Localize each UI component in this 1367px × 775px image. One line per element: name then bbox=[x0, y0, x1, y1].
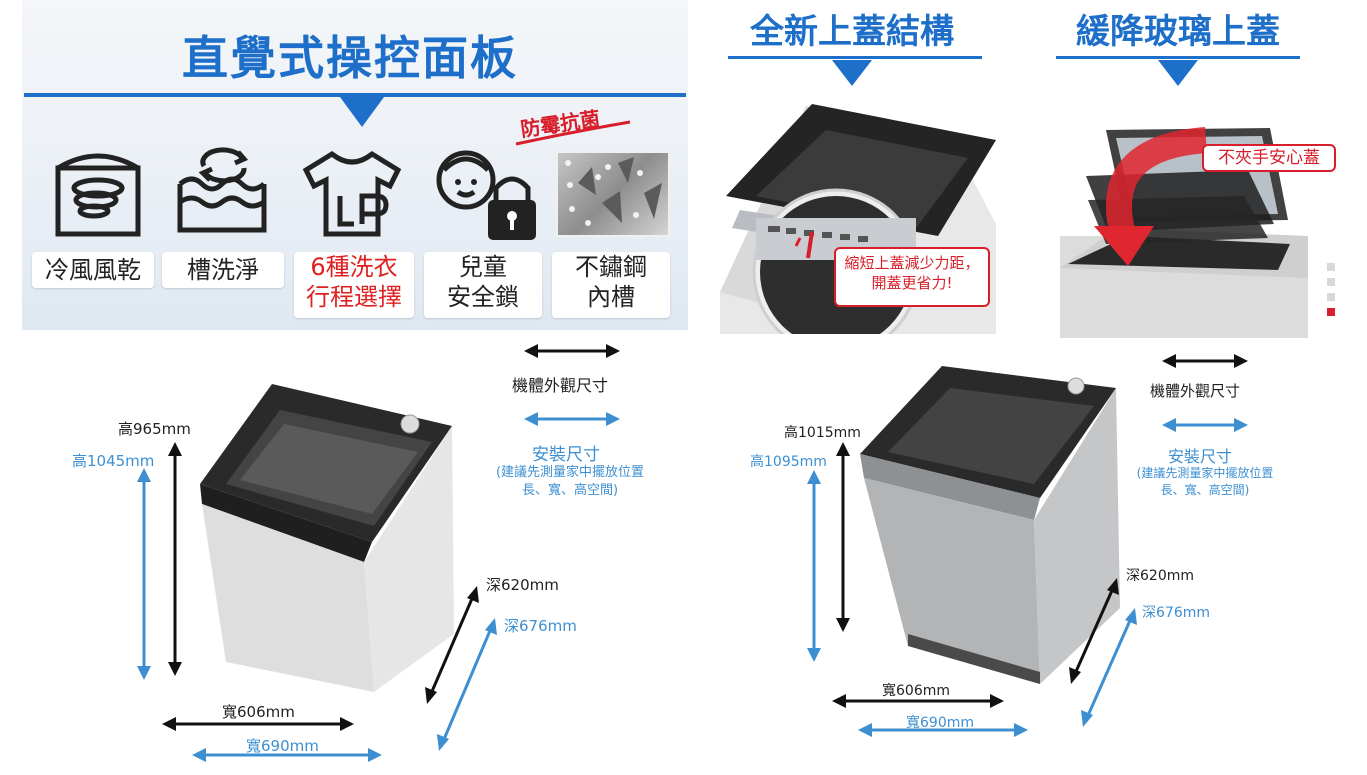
glass-lid-callout: 不夾手安心蓋 bbox=[1202, 144, 1336, 172]
left-width-install: 寬690mm bbox=[246, 737, 319, 755]
right-width-arrows bbox=[832, 694, 1028, 737]
panel-title: 直覺式操控面板 bbox=[182, 31, 518, 85]
right-legend-note: (建議先測量家中擺放位置 長、寬、高空間) bbox=[1110, 465, 1300, 499]
right-height-install: 高1095mm bbox=[750, 454, 827, 470]
lid-title-underline bbox=[728, 56, 982, 59]
lid-pointer-triangle bbox=[832, 60, 872, 86]
right-washer-image bbox=[860, 366, 1120, 684]
right-legend-install-label: 安裝尺寸 bbox=[1168, 447, 1233, 466]
tub-clean-icon bbox=[177, 147, 267, 233]
glass-pointer-triangle bbox=[1158, 60, 1198, 86]
right-width-exterior: 寬606mm bbox=[882, 683, 950, 699]
right-depth-install: 深676mm bbox=[1142, 605, 1210, 621]
badge-underline bbox=[515, 120, 631, 146]
cold-air-dry-icon bbox=[55, 153, 141, 237]
glass-lid-machine-image bbox=[1060, 127, 1308, 338]
title-underline bbox=[24, 93, 686, 97]
carousel-dot[interactable] bbox=[1327, 263, 1335, 271]
left-height-install: 高1045mm bbox=[72, 452, 155, 470]
feature-label-wash-programs: 6種洗衣 行程選擇 bbox=[294, 252, 414, 318]
feature-label-cold-air: 冷風風乾 bbox=[32, 252, 154, 288]
feature-label-child-lock: 兒童 安全鎖 bbox=[424, 252, 542, 318]
legend-note: (建議先測量家中擺放位置 長、寬、高空間) bbox=[470, 464, 670, 500]
left-width-exterior: 寬606mm bbox=[222, 703, 295, 721]
left-width-arrows bbox=[162, 717, 382, 762]
right-depth-exterior: 深620mm bbox=[1126, 568, 1194, 584]
left-depth-install: 深676mm bbox=[504, 617, 577, 635]
lid-structure-title: 全新上蓋結構 bbox=[750, 12, 954, 52]
right-depth-arrows bbox=[1069, 578, 1137, 727]
glass-lid-title: 緩降玻璃上蓋 bbox=[1076, 12, 1280, 52]
lid-callout: 縮短上蓋減少力距， 開蓋更省力! bbox=[834, 247, 990, 307]
right-legend-exterior-label: 機體外觀尺寸 bbox=[1150, 382, 1241, 400]
child-lock-icon bbox=[436, 150, 536, 240]
carousel-dot-active[interactable] bbox=[1327, 308, 1335, 316]
right-legend-note-line1: (建議先測量家中擺放位置 bbox=[1136, 466, 1274, 480]
pointer-triangle bbox=[340, 97, 384, 127]
legend-exterior-label: 機體外觀尺寸 bbox=[512, 376, 609, 395]
left-height-arrows bbox=[137, 442, 182, 680]
left-washer-image bbox=[200, 384, 454, 692]
shirt-lp-icon bbox=[302, 150, 402, 237]
feature-label-tub-clean: 槽洗淨 bbox=[162, 252, 284, 288]
legend-exterior-arrow bbox=[524, 344, 620, 358]
right-legend-install-arrow bbox=[1162, 418, 1248, 432]
legend-install-arrow bbox=[524, 412, 620, 426]
left-depth-exterior: 深620mm bbox=[486, 576, 559, 594]
right-legend-note-line2: 長、寬、高空間) bbox=[1160, 483, 1250, 497]
left-depth-arrows bbox=[425, 586, 497, 751]
carousel-dot[interactable] bbox=[1327, 278, 1335, 286]
right-height-arrows bbox=[807, 442, 850, 662]
carousel-dot[interactable] bbox=[1327, 293, 1335, 301]
right-height-exterior: 高1015mm bbox=[784, 425, 861, 441]
glass-title-underline bbox=[1056, 56, 1300, 59]
legend-note-line2: 長、寬、高空間) bbox=[521, 483, 619, 498]
stainless-drum-icon bbox=[556, 151, 670, 237]
right-legend-exterior-arrow bbox=[1162, 354, 1248, 368]
legend-install-label: 安裝尺寸 bbox=[532, 445, 600, 465]
right-width-install: 寬690mm bbox=[906, 715, 974, 731]
legend-note-line1: (建議先測量家中擺放位置 bbox=[495, 465, 645, 480]
feature-label-stainless-drum: 不鏽鋼 內槽 bbox=[552, 252, 670, 318]
left-height-exterior: 高965mm bbox=[118, 420, 191, 438]
